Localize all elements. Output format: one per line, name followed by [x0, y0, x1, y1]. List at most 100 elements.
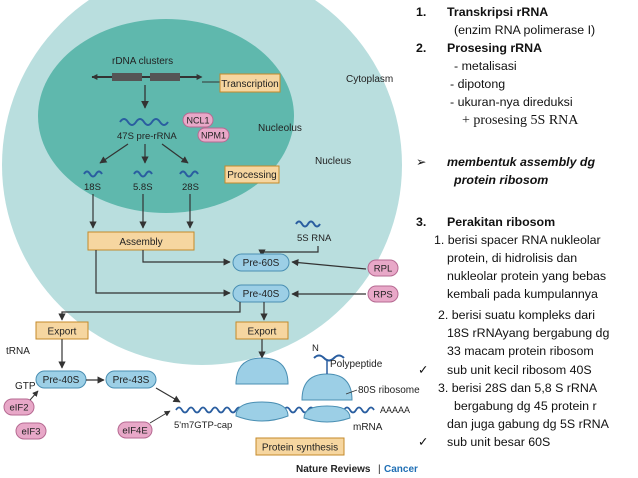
- point2-line3: 33 macam protein ribosom: [447, 344, 594, 358]
- polypeptide-chain: [313, 354, 345, 362]
- pre-rrna-47s-wave: [119, 118, 169, 126]
- rrna-28s-wave: [179, 170, 199, 178]
- ribosome-80s-large: [301, 373, 353, 401]
- eif4e-pill: [117, 421, 153, 439]
- route-to-pre40s: [95, 250, 231, 297]
- nucleolus-ellipse: [38, 19, 294, 213]
- pre60s-label: Pre-60S: [243, 258, 280, 269]
- export-left-label: Export: [48, 327, 77, 338]
- check-mark-2: ✓: [418, 435, 429, 449]
- rrna-58s-wave: [133, 170, 153, 178]
- label-nucleus: Nucleus: [315, 156, 351, 167]
- item1-number: 1.: [416, 5, 427, 19]
- pointer-80s: [345, 389, 358, 395]
- point2-line2: 18S rRNAyang bergabung dg: [447, 326, 610, 340]
- label-polya: AAAAA: [380, 405, 410, 415]
- label-80s-ribosome: 80S ribosome: [358, 385, 420, 396]
- pre40s-cyto-label: Pre-40S: [43, 375, 80, 386]
- arrow-47s-to-28s: [161, 143, 189, 164]
- credit-cancer: Cancer: [384, 464, 418, 475]
- transcription-box: [219, 73, 281, 93]
- label-mrna: mRNA: [353, 422, 383, 433]
- export-right-label: Export: [248, 327, 277, 338]
- label-18s: 18S: [84, 182, 101, 193]
- item1-subtitle: (enzim RNA polimerase I): [454, 23, 596, 37]
- rdna-clusters-dna: [91, 73, 203, 81]
- ncl1-label: NCL1: [186, 116, 209, 126]
- ribosome-biogenesis-diagram: rDNA clusters Cytoplasm Nucleolus Nucleu…: [2, 0, 420, 475]
- ribosome-80s-small: [303, 405, 351, 423]
- label-pre-rrna-47s: 47S pre-rRNA: [117, 131, 177, 142]
- point1-line2: protein, di hidrolisis dan: [447, 251, 578, 265]
- pre40s-label: Pre-40S: [243, 289, 280, 300]
- point2-line4: sub unit kecil ribosom 40S: [447, 363, 592, 377]
- label-rdna-clusters: rDNA clusters: [112, 56, 173, 67]
- item2-metalisasi: - metalisasi: [454, 59, 517, 73]
- credit-separator: |: [378, 464, 381, 475]
- ncl1-pill: [182, 112, 214, 128]
- assembly-box: [87, 231, 195, 251]
- pre40s-pill: [232, 284, 290, 303]
- pre60s-pill: [232, 253, 290, 272]
- item1-title: Transkripsi rRNA: [447, 5, 549, 19]
- rrna-5s-wave: [295, 220, 321, 228]
- assembly-label: Assembly: [119, 237, 162, 248]
- point1-line1: 1. berisi spacer RNA nukleolar: [434, 233, 601, 247]
- rps-label: RPS: [373, 290, 393, 301]
- route-pre40s-export: [58, 302, 241, 321]
- label-cytoplasm: Cytoplasm: [346, 74, 393, 85]
- protein-synthesis-box: [255, 437, 345, 456]
- point3-line3: dan juga gabung dg 5S rRNA: [447, 417, 609, 431]
- large-subunit-free: [235, 357, 289, 385]
- item3-title: Perakitan ribosom: [447, 215, 556, 229]
- credit-nature-reviews: Nature Reviews: [296, 464, 371, 475]
- label-28s: 28S: [182, 182, 199, 193]
- arrow-47s-to-18s: [99, 143, 129, 164]
- item2-prosesing-5s: + prosesing 5S RNA: [462, 113, 579, 128]
- item3-number: 3.: [416, 215, 427, 229]
- transcription-label: Transcription: [221, 79, 278, 90]
- item2-dipotong: - dipotong: [450, 77, 506, 91]
- processing-box: [224, 165, 280, 184]
- arrow-eif2: [29, 390, 39, 401]
- point3-line1: 3. berisi 28S dan 5,8 S rRNA: [438, 381, 598, 395]
- arrow-eif4e: [149, 410, 171, 424]
- explanation-panel: 1. Transkripsi rRNA (enzim RNA polimeras…: [412, 0, 638, 478]
- rrna-18s-wave: [83, 170, 103, 178]
- rpl-pill: [367, 259, 399, 277]
- point1-line4: kembali pada kumpulannya: [447, 287, 598, 301]
- point1-line3: nukleolar protein yang bebas: [447, 269, 607, 283]
- point2-line1: 2. berisi suatu kompleks dari: [438, 308, 596, 322]
- npm1-label: NPM1: [201, 131, 226, 141]
- eif2-label: eIF2: [9, 403, 28, 414]
- route-to-pre60s: [142, 250, 231, 266]
- item2-number: 2.: [416, 41, 427, 55]
- label-nucleolus: Nucleolus: [258, 123, 302, 134]
- label-cap: 5'm7GTP-cap: [174, 420, 232, 431]
- pre43s-pill: [105, 370, 157, 389]
- eif2-pill: [3, 398, 35, 416]
- label-5s-rna: 5S RNA: [297, 233, 332, 244]
- arrow-rpl: [291, 259, 367, 270]
- label-58s: 5.8S: [133, 182, 153, 193]
- pre43s-label: Pre-43S: [113, 375, 150, 386]
- assembly-line2: protein ribosom: [454, 173, 549, 187]
- point3-line2: bergabung dg 45 protein r: [454, 399, 597, 413]
- item2-direduksi: - ukuran-nya direduksi: [450, 95, 573, 109]
- eif4e-label: eIF4E: [122, 426, 147, 437]
- arrow-bullet: ➢: [416, 155, 427, 169]
- assembly-line1: membentuk assembly dg: [447, 155, 596, 169]
- npm1-pill: [197, 127, 230, 143]
- label-polypeptide: Polypeptide: [330, 359, 383, 370]
- point3-line4: sub unit besar 60S: [447, 435, 551, 449]
- processing-label: Processing: [227, 170, 276, 181]
- check-mark-1: ✓: [418, 363, 429, 377]
- rps-pill: [367, 285, 399, 303]
- label-n-term: N: [312, 343, 319, 354]
- item2-title: Prosesing rRNA: [447, 41, 543, 55]
- label-gtp: GTP: [15, 381, 36, 392]
- rpl-label: RPL: [374, 264, 392, 275]
- small-subunit-free: [235, 401, 289, 422]
- eif3-label: eIF3: [21, 427, 40, 438]
- protein-synthesis-label: Protein synthesis: [262, 443, 338, 454]
